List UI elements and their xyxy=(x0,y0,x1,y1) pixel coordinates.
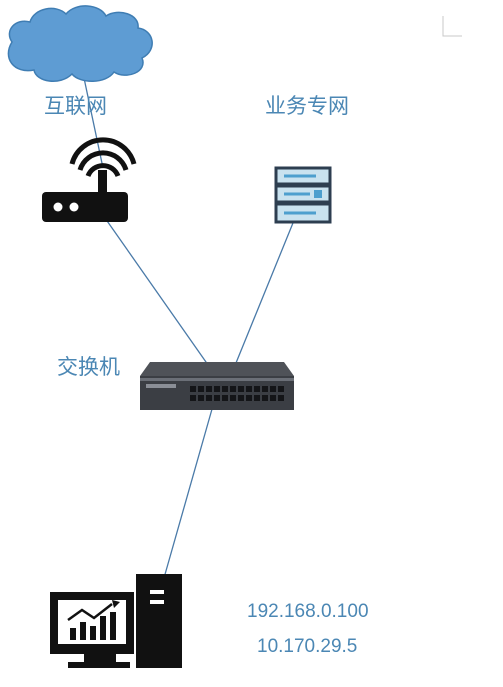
desktop-computer-icon xyxy=(50,574,182,668)
chart-icon xyxy=(67,600,120,640)
link-server-switch xyxy=(224,217,296,391)
ip-address-1: 192.168.0.100 xyxy=(247,601,369,622)
router-icon xyxy=(42,137,137,222)
link-router-switch xyxy=(104,217,221,383)
ip-address-2: 10.170.29.5 xyxy=(257,636,358,657)
server-rack-icon xyxy=(274,166,332,224)
switch-label: 交换机 xyxy=(57,355,120,379)
private-network-label: 业务专网 xyxy=(265,94,349,118)
switch-ports xyxy=(190,386,284,401)
internet-label: 互联网 xyxy=(44,94,107,118)
cloud-icon xyxy=(7,5,153,82)
link-switch-computer xyxy=(159,387,219,593)
corner-mark xyxy=(442,16,462,37)
network-switch-icon xyxy=(140,362,294,410)
